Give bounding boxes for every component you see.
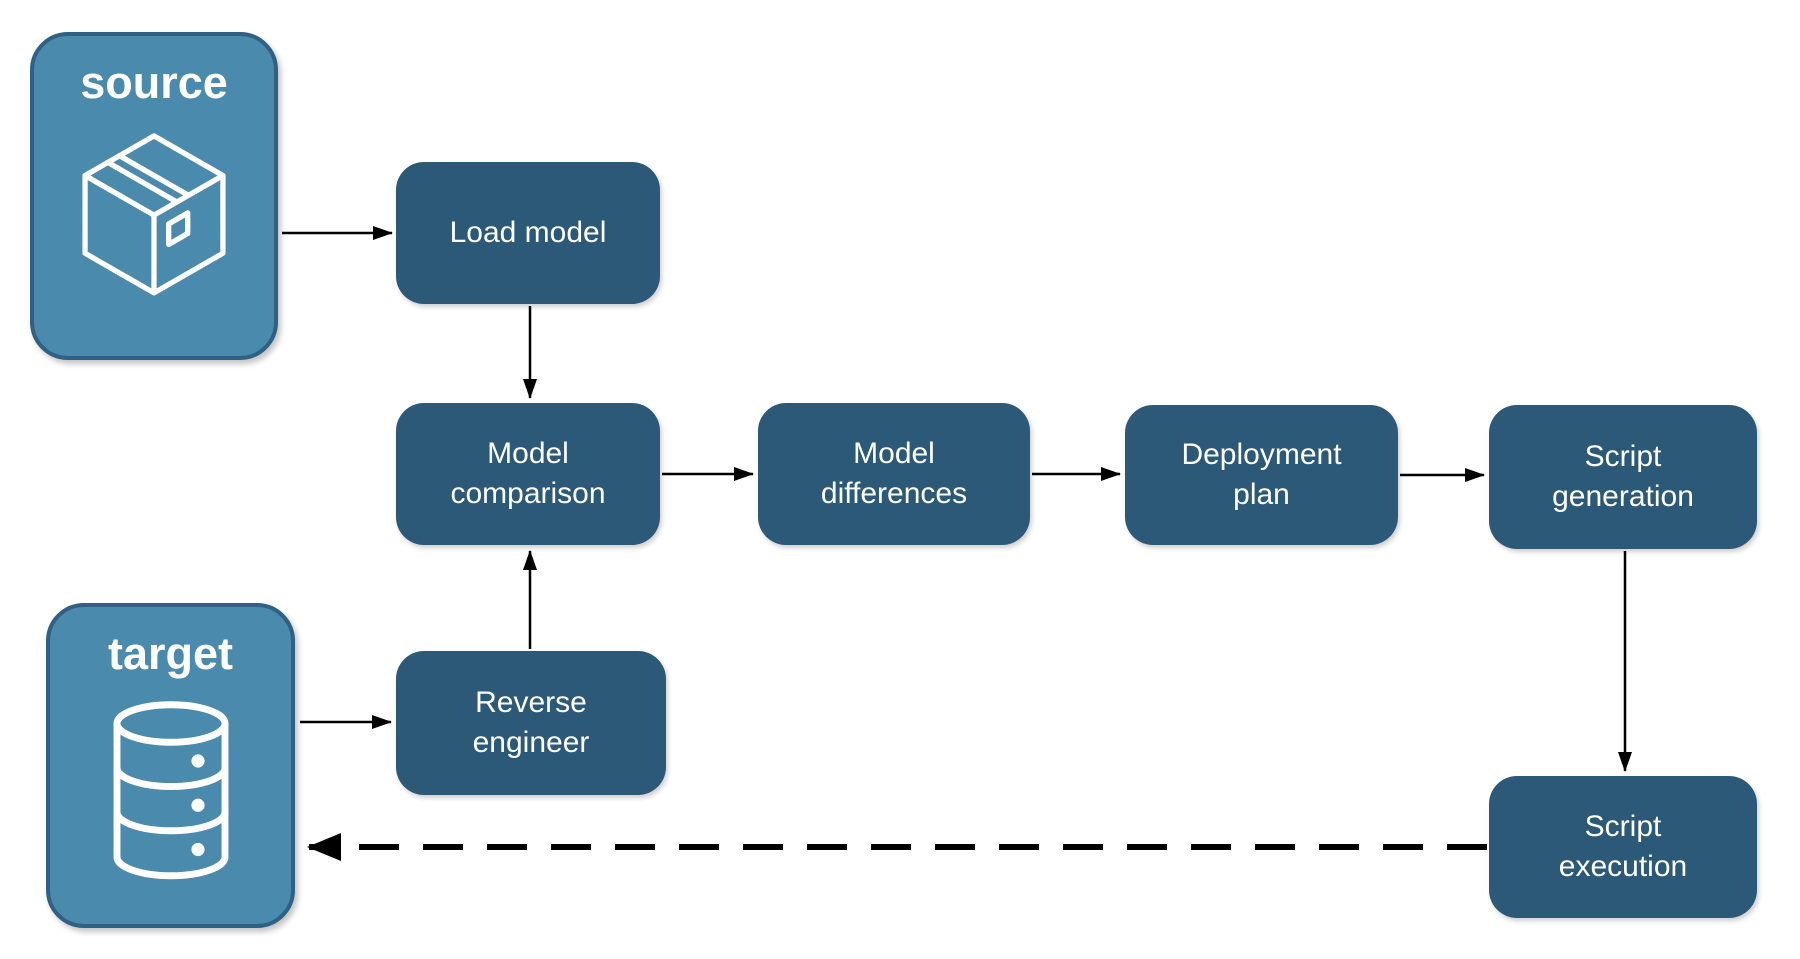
node-script-generation-label: Script generation [1552,440,1694,513]
node-deployment-plan-label: Deployment plan [1181,438,1342,511]
endpoint-source: source [30,32,278,360]
node-script-execution: Script execution [1489,776,1757,918]
node-model-comparison-label: Model comparison [450,437,606,510]
node-deployment-plan: Deployment plan [1125,405,1398,545]
node-script-generation: Script generation [1489,405,1757,549]
endpoint-source-label: source [80,57,228,108]
endpoint-target-label: target [107,628,234,679]
endpoint-target: target [46,603,295,928]
node-load-model-label: Load model [449,216,607,249]
node-script-execution-label: Script execution [1558,810,1688,883]
node-reverse-engineer-label: Reverse engineer [472,686,590,759]
node-reverse-engineer: Reverse engineer [396,651,666,795]
node-model-comparison: Model comparison [396,403,660,545]
database-icon [96,695,246,887]
package-icon [66,124,242,318]
node-load-model: Load model [396,162,660,304]
node-model-differences-label: Model differences [820,437,968,510]
node-model-differences: Model differences [758,403,1030,545]
